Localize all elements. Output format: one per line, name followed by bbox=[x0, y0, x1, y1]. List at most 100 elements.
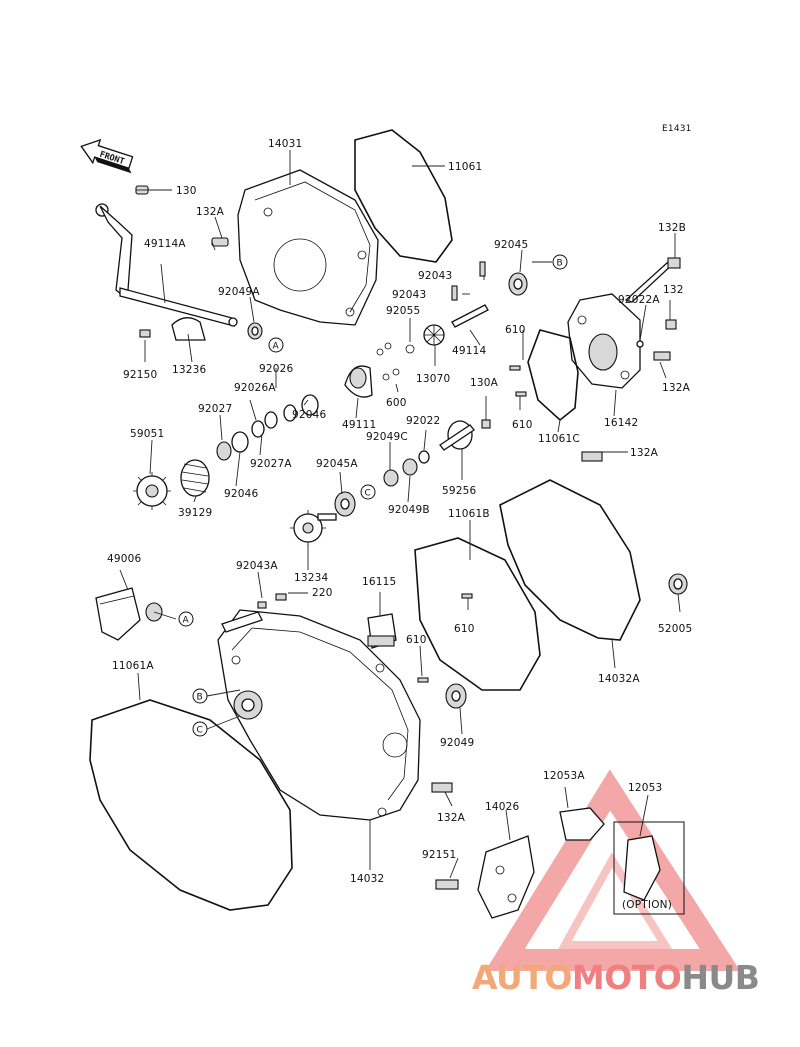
option-box: (OPTION) bbox=[613, 821, 685, 915]
ref-mark-c-2: C bbox=[192, 721, 208, 737]
bolt-92151 bbox=[435, 879, 459, 890]
kickstart-gear-stack bbox=[133, 394, 337, 546]
watermark-part1: AUTO bbox=[472, 958, 572, 997]
part-label: 610 bbox=[512, 419, 533, 431]
part-label: 14031 bbox=[268, 138, 302, 150]
dowel-610-lower bbox=[417, 677, 429, 683]
part-label: 13234 bbox=[294, 572, 329, 584]
part-label: 14032A bbox=[598, 673, 640, 685]
part-label: 14032 bbox=[350, 873, 384, 885]
part-label: 92046 bbox=[224, 488, 259, 500]
part-label: 49111 bbox=[342, 419, 376, 431]
gasket-11061B bbox=[414, 537, 541, 691]
diagram-code: E1431 bbox=[662, 124, 692, 134]
part-label: 49114 bbox=[452, 345, 487, 357]
svg-text:A: A bbox=[273, 342, 280, 352]
part-label: 92055 bbox=[386, 305, 420, 317]
crankcase-cover-14032 bbox=[217, 593, 421, 821]
watermark-text: AUTOMOTOHUB bbox=[472, 958, 760, 997]
dowel-610 bbox=[461, 593, 473, 599]
guard-12053A bbox=[559, 807, 605, 841]
watermark-logo bbox=[485, 769, 741, 971]
part-label: 132A bbox=[196, 206, 225, 218]
part-label: 49006 bbox=[107, 553, 142, 565]
part-label: 16142 bbox=[604, 417, 638, 429]
part-label: 132A bbox=[630, 447, 659, 459]
ref-mark-c-1: C bbox=[360, 484, 376, 500]
part-label: 12053 bbox=[628, 782, 662, 794]
part-label: 13070 bbox=[416, 373, 450, 385]
part-label: 610 bbox=[406, 634, 427, 646]
ref-mark-b-2: B bbox=[192, 688, 208, 704]
part-label: 12053A bbox=[543, 770, 585, 782]
oil-seal-92049 bbox=[445, 683, 467, 709]
part-label: 92043A bbox=[236, 560, 278, 572]
part-label: 49114A bbox=[144, 238, 186, 250]
part-label: 14026 bbox=[485, 801, 520, 813]
part-label: 92022 bbox=[406, 415, 440, 427]
part-label: 92043 bbox=[418, 270, 452, 282]
part-label: 59256 bbox=[442, 485, 477, 497]
svg-text:C: C bbox=[365, 489, 371, 499]
front-arrow-icon: FRONT bbox=[80, 138, 134, 174]
part-label: 11061 bbox=[448, 161, 482, 173]
part-label: 92046 bbox=[292, 409, 327, 421]
part-label: 92027 bbox=[198, 403, 232, 415]
part-label: 92151 bbox=[422, 849, 456, 861]
outer-cover-14032A bbox=[499, 479, 641, 641]
part-label: 11061A bbox=[112, 660, 154, 672]
part-label: 92049B bbox=[388, 504, 430, 516]
part-label: 132A bbox=[662, 382, 691, 394]
gasket-11061 bbox=[354, 129, 453, 263]
part-label: 610 bbox=[505, 324, 526, 336]
part-label: 130A bbox=[470, 377, 499, 389]
ref-mark-b-1: B bbox=[552, 254, 568, 270]
part-label: 610 bbox=[454, 623, 475, 635]
oil-seal-52005 bbox=[668, 573, 688, 595]
part-label: 39129 bbox=[178, 507, 212, 519]
part-label: 92022A bbox=[618, 294, 660, 306]
part-label: 92027A bbox=[250, 458, 292, 470]
part-label: 92045A bbox=[316, 458, 358, 470]
part-label: 92026A bbox=[234, 382, 276, 394]
water-pump-parts bbox=[405, 257, 681, 422]
shaft-parts-center bbox=[334, 342, 491, 517]
shift-shaft-assembly bbox=[95, 185, 238, 341]
part-label: 92049C bbox=[366, 431, 408, 443]
part-label: 92150 bbox=[123, 369, 157, 381]
part-label: 92043 bbox=[392, 289, 426, 301]
bolt-132A-bottom bbox=[431, 782, 453, 793]
ref-mark-a-1: A bbox=[268, 337, 284, 353]
svg-text:B: B bbox=[197, 693, 203, 703]
svg-text:A: A bbox=[183, 616, 190, 626]
part-label: 11061B bbox=[448, 508, 490, 520]
watermark-part3: HUB bbox=[681, 958, 760, 997]
oil-filler-cap-16115 bbox=[367, 613, 397, 649]
leader-lines bbox=[119, 150, 681, 879]
part-label: 92049 bbox=[440, 737, 474, 749]
part-label: 132B bbox=[658, 222, 686, 234]
part-labels: 14031 11061 130 132A 49114A 92049A 92150… bbox=[107, 138, 692, 885]
part-label: 220 bbox=[312, 587, 333, 599]
part-label: 16115 bbox=[362, 576, 396, 588]
air-duct-49006 bbox=[95, 587, 163, 641]
watermark-part2: MOTO bbox=[571, 958, 682, 997]
part-label: 11061C bbox=[538, 433, 580, 445]
chain-guide-14026 bbox=[477, 835, 535, 919]
gasket-11061A bbox=[89, 699, 293, 911]
part-label: 130 bbox=[176, 185, 197, 197]
part-label: 92049A bbox=[218, 286, 260, 298]
part-label: 13236 bbox=[172, 364, 207, 376]
part-label: 132 bbox=[663, 284, 684, 296]
part-label: 92026 bbox=[259, 363, 294, 375]
part-label: 132A bbox=[437, 812, 466, 824]
part-label: 92045 bbox=[494, 239, 528, 251]
part-label: 600 bbox=[386, 397, 407, 409]
bolt-132A bbox=[581, 451, 603, 462]
part-label: 59051 bbox=[130, 428, 164, 440]
option-label: (OPTION) bbox=[622, 899, 672, 911]
clutch-cover-14031 bbox=[211, 169, 379, 326]
svg-text:C: C bbox=[197, 726, 203, 736]
ref-mark-a-2: A bbox=[178, 611, 194, 627]
